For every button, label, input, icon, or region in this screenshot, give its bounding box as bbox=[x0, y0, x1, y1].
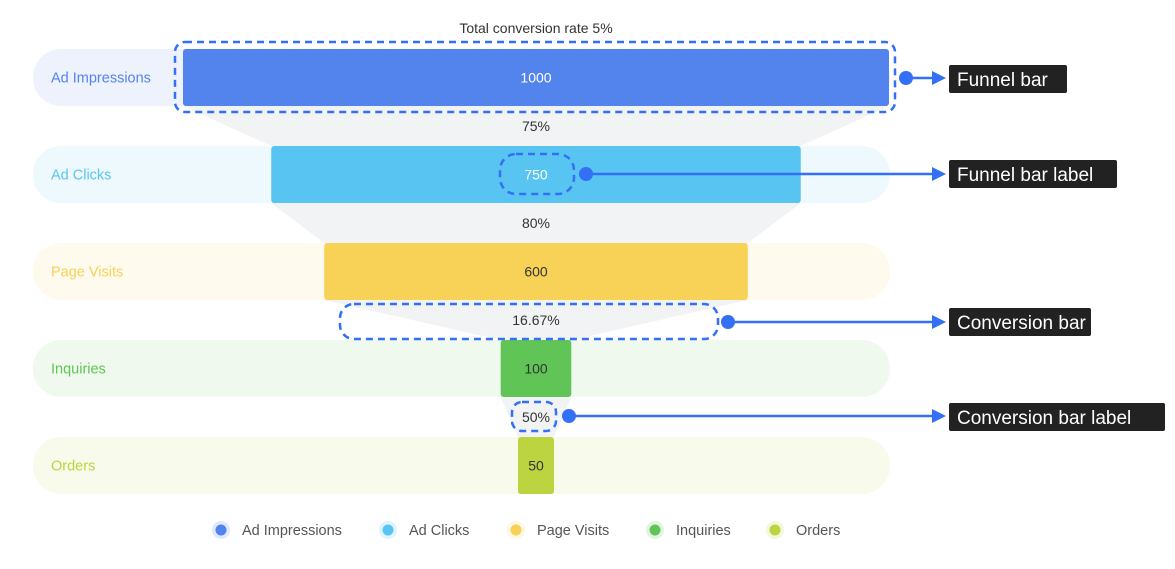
callout-box bbox=[949, 65, 1067, 93]
conversion-areas bbox=[183, 106, 889, 437]
legend-marker bbox=[510, 524, 522, 536]
legend: Ad Impressions Ad Clicks Page Visits Inquir… bbox=[212, 521, 840, 539]
arrowhead-icon bbox=[932, 167, 946, 181]
category-label: Inquiries bbox=[51, 362, 106, 378]
legend-item[interactable]: Orders bbox=[766, 521, 840, 539]
legend-item[interactable]: Ad Clicks bbox=[379, 521, 469, 539]
funnel-bar-value: 750 bbox=[524, 167, 548, 183]
funnel-bar bbox=[500, 340, 572, 397]
legend-marker bbox=[649, 524, 661, 536]
category-label: Orders bbox=[51, 459, 95, 475]
arrowhead-icon bbox=[932, 71, 946, 85]
annotation-dot bbox=[721, 315, 735, 329]
annotation-highlight-box bbox=[510, 400, 558, 433]
annotation: Funnel bar label bbox=[498, 152, 1117, 196]
conversion-area bbox=[500, 397, 572, 437]
category-label: Ad Clicks bbox=[51, 168, 111, 184]
total-conversion-label: Total conversion rate 5% bbox=[459, 20, 612, 36]
legend-item[interactable]: Page Visits bbox=[507, 521, 609, 539]
legend-label: Ad Impressions bbox=[242, 523, 342, 539]
funnel-bar-value: 50 bbox=[528, 458, 544, 474]
funnel-bar-value: 1000 bbox=[520, 70, 551, 86]
conversion-area bbox=[183, 106, 889, 146]
funnel-bar bbox=[518, 437, 554, 494]
annotation: Funnel bar bbox=[173, 40, 1067, 114]
annotation-dot bbox=[899, 71, 913, 85]
conversion-area bbox=[324, 300, 748, 340]
category-background bbox=[33, 437, 890, 494]
funnel-bars bbox=[183, 49, 889, 494]
annotation-dot bbox=[579, 167, 593, 181]
annotation-highlight-box bbox=[338, 302, 720, 341]
callout-label: Conversion bar bbox=[957, 313, 1087, 334]
chart-labels: Total conversion rate 5% Ad ImpressionsA… bbox=[51, 20, 613, 475]
legend-marker bbox=[215, 524, 227, 536]
legend-label: Page Visits bbox=[537, 523, 609, 539]
category-background bbox=[33, 340, 890, 397]
conversion-rate-label: 16.67% bbox=[512, 312, 559, 328]
legend-item[interactable]: Inquiries bbox=[646, 521, 731, 539]
callout-box bbox=[949, 308, 1091, 336]
callout-label: Conversion bar label bbox=[957, 408, 1131, 429]
arrowhead-icon bbox=[932, 409, 946, 423]
conversion-rate-label: 80% bbox=[522, 215, 550, 231]
conversion-area bbox=[271, 203, 801, 243]
funnel-bar bbox=[271, 146, 801, 203]
funnel-bar bbox=[183, 49, 889, 106]
annotation-dot bbox=[562, 409, 576, 423]
callout-label: Funnel bar label bbox=[957, 165, 1093, 186]
legend-marker bbox=[382, 524, 394, 536]
callout-label: Funnel bar bbox=[957, 70, 1049, 91]
category-label: Ad Impressions bbox=[51, 71, 151, 87]
annotation: Conversion bar bbox=[338, 302, 1091, 341]
annotation: Conversion bar label bbox=[510, 400, 1165, 433]
legend-label: Inquiries bbox=[676, 523, 731, 539]
category-label: Page Visits bbox=[51, 265, 123, 281]
legend-marker bbox=[769, 524, 781, 536]
legend-label: Ad Clicks bbox=[409, 523, 469, 539]
annotation-highlight-box bbox=[498, 152, 576, 196]
legend-label: Orders bbox=[796, 523, 840, 539]
callout-box bbox=[949, 403, 1165, 431]
conversion-rate-label: 50% bbox=[522, 409, 550, 425]
callout-box bbox=[949, 160, 1117, 188]
annotation-highlight-box bbox=[173, 40, 897, 114]
legend-item[interactable]: Ad Impressions bbox=[212, 521, 342, 539]
arrowhead-icon bbox=[932, 315, 946, 329]
conversion-rate-label: 75% bbox=[522, 118, 550, 134]
funnel-bar bbox=[324, 243, 748, 300]
funnel-bar-value: 100 bbox=[524, 361, 548, 377]
funnel-bar-value: 600 bbox=[524, 264, 548, 280]
